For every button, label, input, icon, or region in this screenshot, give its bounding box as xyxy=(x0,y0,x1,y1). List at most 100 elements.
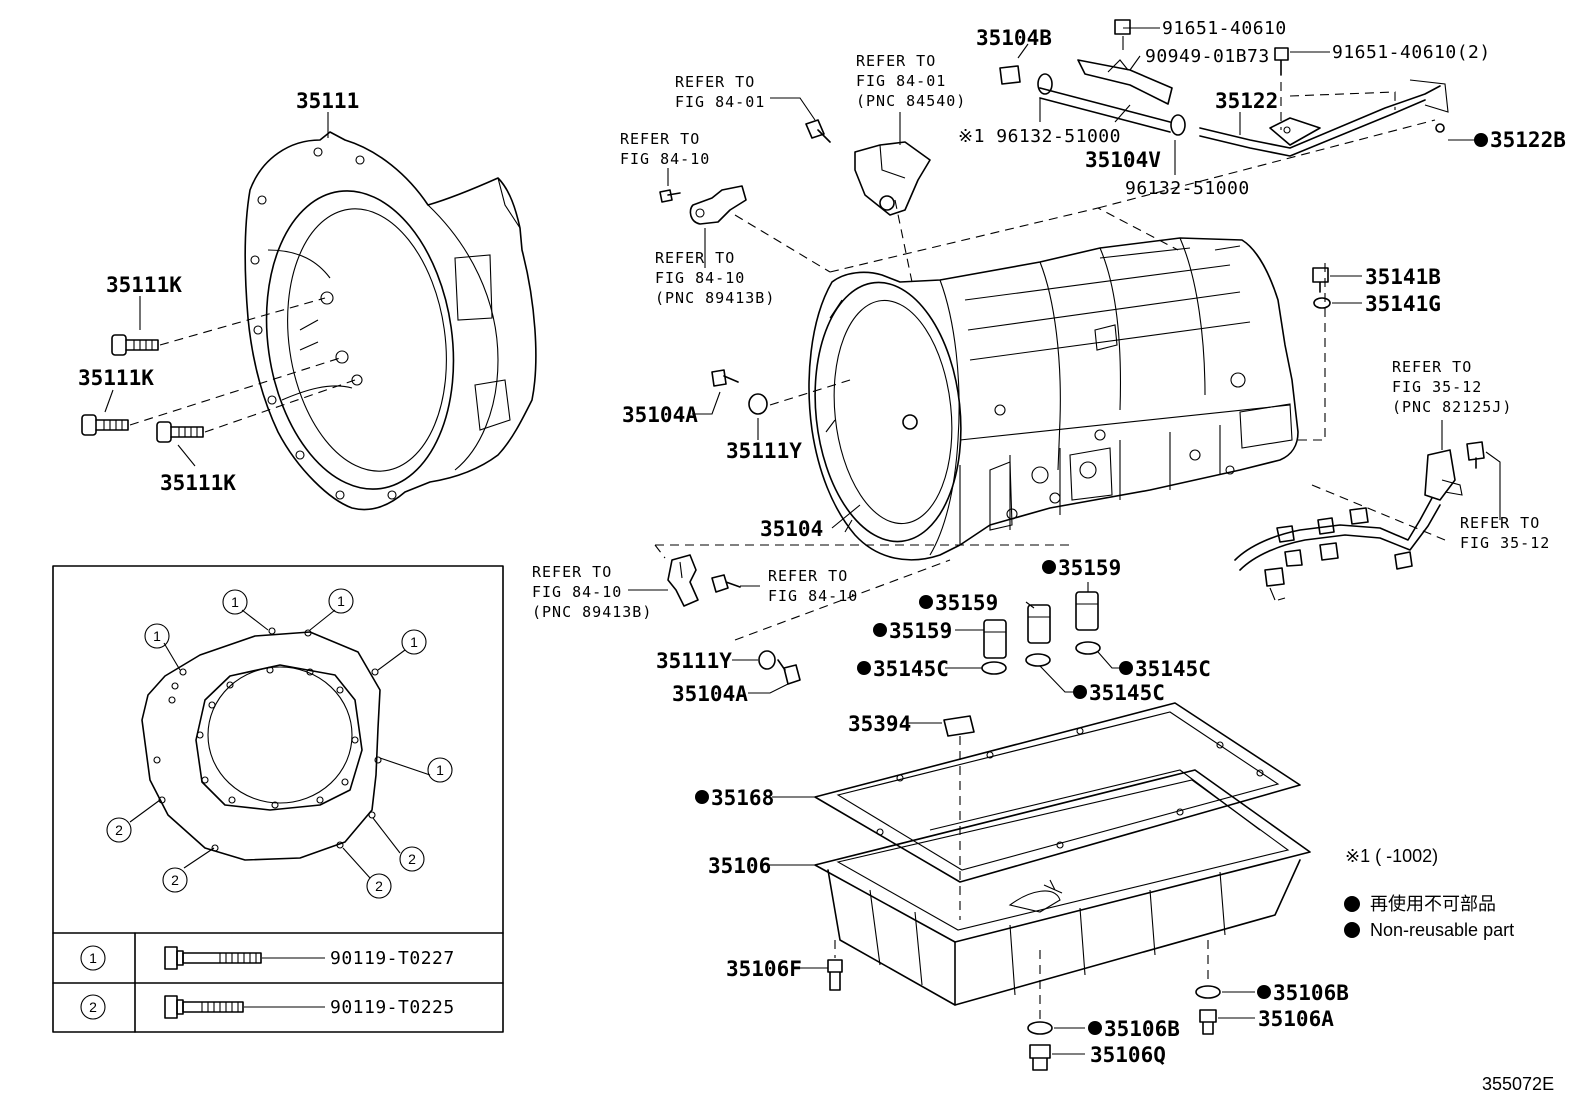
bolt-part-T0225: 90119-T0225 xyxy=(330,997,455,1018)
label-35104V: 35104V xyxy=(1085,148,1161,172)
bolt-35106A xyxy=(1199,1009,1217,1035)
label-35106A: 35106A xyxy=(1258,1007,1334,1031)
bolt-table: 1 2 90119-T0227 90119-T0225 xyxy=(80,945,455,1020)
label-35106: 35106 xyxy=(708,854,771,878)
legend-dot xyxy=(1344,896,1360,912)
callout-2: 2 xyxy=(408,851,416,867)
label-35106B-right: 35106B xyxy=(1273,981,1349,1005)
oil-pan xyxy=(814,769,1311,1006)
sensor-bracket xyxy=(854,141,931,216)
ref-fig: FIG 84-01 xyxy=(856,72,946,90)
label-35111Y-lower: 35111Y xyxy=(656,649,732,673)
plug-35159-b xyxy=(1027,604,1051,644)
non-reusable-dot xyxy=(873,623,887,637)
label-91651-40610: 91651-40610 xyxy=(1162,18,1287,39)
label-35106B-bottom: 35106B xyxy=(1104,1017,1180,1041)
ref-label: REFER TO xyxy=(532,563,612,581)
label-91651-40610-2: 91651-40610(2) xyxy=(1332,42,1491,63)
ref-fig: FIG 84-01 xyxy=(675,93,765,111)
non-reusable-dot xyxy=(695,790,709,804)
plug-35159-a xyxy=(983,619,1007,659)
bolt-35104A-top xyxy=(711,369,739,387)
ref-label: REFER TO xyxy=(620,130,700,148)
bolt-35141B xyxy=(1312,267,1329,293)
label-35111Y-top: 35111Y xyxy=(726,439,802,463)
callouts-inset xyxy=(106,588,453,899)
diagram-id: 355072E xyxy=(1482,1074,1554,1094)
non-reusable-dot xyxy=(1042,560,1056,574)
non-reusable-dot xyxy=(1119,661,1133,675)
label-35159-1: 35159 xyxy=(1058,556,1121,580)
gasket-35145C-c xyxy=(1075,641,1101,655)
label-35104: 35104 xyxy=(760,517,823,541)
label-35168: 35168 xyxy=(711,786,774,810)
label-35104B: 35104B xyxy=(976,26,1052,50)
washer-35141G xyxy=(1313,297,1331,309)
bolt-part-T0227: 90119-T0227 xyxy=(330,948,455,969)
label-35394: 35394 xyxy=(848,712,911,736)
label-35104A-top: 35104A xyxy=(622,403,698,427)
label-35104A-lower: 35104A xyxy=(672,682,748,706)
label-35159-2: 35159 xyxy=(935,591,998,615)
ref-pnc: (PNC 82125J) xyxy=(1392,398,1512,416)
speed-sensor-top xyxy=(659,185,747,225)
gasket-35145C-b xyxy=(1025,653,1051,667)
label-35145C-3: 35145C xyxy=(1089,681,1165,705)
ref-fig: FIG 35-12 xyxy=(1460,534,1550,552)
ref-label: REFER TO xyxy=(675,73,755,91)
callout-1: 1 xyxy=(436,762,444,778)
plug-35159-c xyxy=(1075,591,1099,631)
non-reusable-dot xyxy=(1088,1021,1102,1035)
non-reusable-dot xyxy=(1073,685,1087,699)
ref-label: REFER TO xyxy=(856,52,936,70)
table-key-1: 1 xyxy=(89,950,97,966)
wire-harness xyxy=(1234,441,1485,601)
bolt-fig-84-01 xyxy=(805,119,831,143)
oil-cooler-tube xyxy=(999,59,1449,157)
callout-2: 2 xyxy=(171,872,179,888)
label-35111K-3: 35111K xyxy=(160,471,236,495)
bolt-short-icon xyxy=(164,995,244,1019)
magnet-35394 xyxy=(943,715,975,737)
callout-2: 2 xyxy=(375,878,383,894)
non-reusable-dot xyxy=(1257,985,1271,999)
label-96132-51000-1: ※1 96132-51000 xyxy=(958,126,1121,147)
label-35111K-1: 35111K xyxy=(106,273,182,297)
label-35106Q: 35106Q xyxy=(1090,1043,1166,1067)
label-35145C-2: 35145C xyxy=(1135,657,1211,681)
bolt-35104A-lower xyxy=(777,659,801,685)
ref-pnc: (PNC 89413B) xyxy=(655,289,775,307)
plug-35106Q xyxy=(1029,1044,1051,1071)
label-35122B: 35122B xyxy=(1490,128,1566,152)
footnote: ※1 ( -1002) xyxy=(1345,846,1438,866)
ref-fig: FIG 84-10 xyxy=(620,150,710,168)
label-35106F: 35106F xyxy=(726,957,802,981)
bolt-35111K-mid xyxy=(81,414,129,436)
oil-pan-gasket xyxy=(814,702,1301,883)
bell-housing xyxy=(244,131,537,511)
label-35141G: 35141G xyxy=(1365,292,1441,316)
ref-pnc: (PNC 84540) xyxy=(856,92,966,110)
label-96132-51000-2: 96132-51000 xyxy=(1125,178,1250,199)
callout-1: 1 xyxy=(410,634,418,650)
bolt-pattern-inset xyxy=(52,565,504,1033)
label-35111: 35111 xyxy=(296,89,359,113)
oring-35111Y-lower xyxy=(758,650,776,670)
oring-35111Y-top xyxy=(748,393,768,415)
bolt-35111K-bottom xyxy=(156,421,204,443)
ref-label: REFER TO xyxy=(768,567,848,585)
non-reusable-dot xyxy=(1474,133,1488,147)
transmission-case xyxy=(808,237,1299,561)
inset-callout-numbers: 1 1 1 1 1 2 2 2 2 xyxy=(115,593,444,894)
callout-1: 1 xyxy=(231,594,239,610)
ref-label: REFER TO xyxy=(1460,514,1540,532)
speed-sensor-lower xyxy=(667,554,741,607)
label-35159-3: 35159 xyxy=(889,619,952,643)
legend-text-jp: 再使用不可部品 xyxy=(1370,894,1496,914)
non-reusable-dot xyxy=(919,595,933,609)
ref-fig: FIG 35-12 xyxy=(1392,378,1482,396)
label-35122: 35122 xyxy=(1215,89,1278,113)
label-35141B: 35141B xyxy=(1365,265,1441,289)
